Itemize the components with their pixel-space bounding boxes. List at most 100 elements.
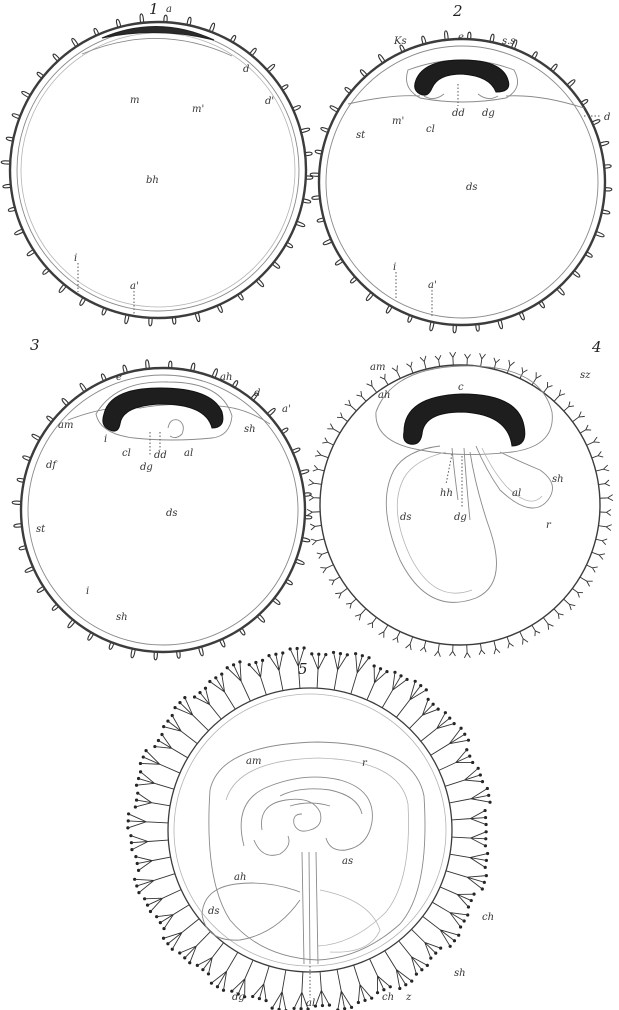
villus [596, 465, 609, 471]
villus [445, 768, 482, 786]
villus [450, 854, 488, 868]
villus [335, 588, 347, 598]
figure-2-label-a-prime: a' [428, 280, 437, 291]
villus [135, 793, 170, 807]
figure-5-villi [126, 646, 491, 1010]
figure-2-label-dd: dd [452, 108, 465, 119]
villus [322, 438, 333, 445]
villus [452, 811, 486, 825]
villus [211, 952, 237, 990]
villus [269, 653, 283, 691]
villus [580, 577, 593, 586]
villus [434, 643, 440, 656]
villus [197, 943, 223, 974]
villus [379, 625, 388, 638]
villus [564, 401, 574, 411]
villus [573, 412, 585, 422]
figure-5: 5 am r ah as ds ch sh dg al ch z [126, 646, 494, 1010]
figure-5-label-ah: ah [234, 872, 246, 883]
villus [543, 618, 553, 630]
villus [157, 905, 190, 929]
villus [465, 354, 471, 365]
figure-4: 4 am c sz ah sh al hh ds dg r [307, 338, 613, 658]
villus [554, 390, 565, 402]
villus [12, 501, 21, 504]
figure-3-label-st: st [36, 524, 46, 535]
figure-2-label-st: st [356, 130, 366, 141]
villus [354, 965, 372, 1002]
figure-5-number: 5 [298, 660, 308, 678]
villus [592, 552, 605, 559]
villus [140, 751, 179, 773]
villus [420, 356, 426, 369]
figure-4-stalk-lines [452, 448, 470, 520]
figure-3-allantois-bud [168, 420, 183, 438]
figure-4-label-hh: hh [440, 488, 453, 499]
figure-3-label-i-upper: i [104, 434, 107, 445]
figure-5-label-al: al [306, 998, 315, 1009]
villus [135, 874, 175, 893]
villus [532, 625, 540, 636]
figure-1-label-m-prime: m' [192, 104, 204, 115]
figure-2-embryo-body [415, 60, 509, 95]
villus [572, 589, 583, 598]
villus [272, 970, 286, 1010]
figure-5-embryo-limb [254, 836, 289, 855]
figure-2-gut-folds [424, 94, 498, 99]
figure-3-number: 3 [30, 336, 40, 354]
figure-4-label-dg: dg [454, 512, 467, 523]
figure-5-label-ds: ds [208, 906, 220, 917]
figure-3-label-sh-lower: sh [116, 612, 128, 623]
figure-4-pointer-hh [446, 454, 452, 484]
villus [440, 887, 474, 907]
figure-2-number: 2 [452, 2, 463, 20]
figure-5-embryo-head [241, 777, 372, 850]
figure-2-label-s-s: s.s [502, 36, 515, 47]
villus [520, 632, 528, 645]
villus [446, 871, 486, 889]
figure-4-label-c: c [458, 382, 464, 393]
villus [137, 772, 174, 789]
figure-1-label-i: i [74, 253, 77, 264]
figure-1-inner-membrane [17, 29, 299, 311]
villus [564, 599, 576, 610]
figure-3-label-a-prime: a' [282, 404, 291, 415]
figure-1-label-a-prime: a' [130, 281, 139, 292]
villus [450, 352, 456, 365]
villus [175, 698, 208, 731]
figure-4-yolk-sac [386, 446, 496, 602]
villus [596, 539, 607, 545]
villus [320, 565, 333, 573]
villus [385, 951, 412, 989]
villus [337, 413, 348, 422]
figure-4-label-sz: sz [580, 370, 591, 381]
figure-4-label-sh: sh [552, 474, 564, 485]
villus [406, 637, 413, 650]
villus [210, 674, 235, 709]
figure-5-embryo-back [280, 789, 362, 814]
villus [406, 362, 413, 373]
villus [580, 425, 591, 433]
villus [310, 524, 321, 530]
villus [311, 539, 324, 545]
villus [599, 480, 610, 486]
villus [131, 836, 168, 850]
figure-3-inner-membrane [28, 375, 298, 645]
villus [507, 637, 514, 648]
villus [600, 510, 611, 516]
figure-1-label-d: d [243, 64, 249, 75]
villus [351, 654, 369, 694]
figure-3-label-dg: dg [140, 462, 153, 473]
villus [449, 788, 490, 802]
villus [464, 645, 470, 658]
villus [432, 902, 467, 927]
figure-3-label-i-lower: i [86, 586, 89, 597]
villus-tip [196, 964, 199, 967]
villus [327, 424, 340, 433]
villus [337, 969, 351, 1010]
villus [355, 609, 366, 621]
figure-1-disc-layer [82, 38, 232, 56]
figure-1-label-m: m [130, 95, 139, 106]
villus-tip [146, 904, 149, 907]
villus-tip [382, 988, 385, 991]
